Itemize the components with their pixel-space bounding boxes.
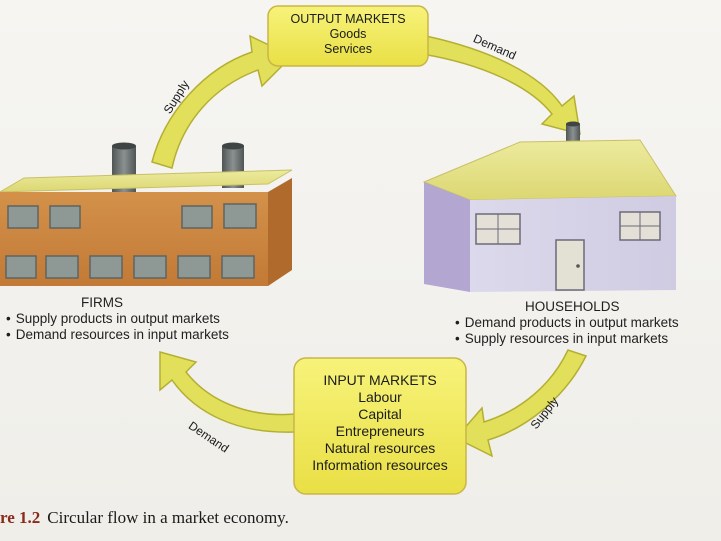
figure-caption: re 1.2 Circular flow in a market economy. bbox=[0, 508, 289, 528]
households-block: HOUSEHOLDS Demand products in output mar… bbox=[455, 299, 679, 347]
output-markets-goods: Goods bbox=[329, 27, 367, 41]
households-bullets: Demand products in output markets Supply… bbox=[455, 315, 679, 347]
arrow-input-to-firms bbox=[159, 351, 297, 433]
output-markets-title: OUTPUT MARKETS bbox=[290, 12, 406, 26]
households-bullet: Demand products in output markets bbox=[455, 315, 679, 331]
firms-bullet: Supply products in output markets bbox=[6, 311, 229, 327]
input-markets-natural-resources: Natural resources bbox=[324, 440, 436, 456]
figure-number: re 1.2 bbox=[0, 508, 41, 527]
arrow-households-to-input bbox=[454, 349, 588, 458]
output-markets-box bbox=[267, 5, 429, 67]
output-markets-services: Services bbox=[324, 42, 372, 56]
factory-illustration bbox=[0, 142, 293, 286]
households-bullet: Supply resources in input markets bbox=[455, 331, 679, 347]
input-markets-information-resources: Information resources bbox=[312, 457, 448, 473]
firms-bullet: Demand resources in input markets bbox=[6, 327, 229, 343]
firms-title: FIRMS bbox=[81, 295, 123, 310]
households-title: HOUSEHOLDS bbox=[525, 299, 620, 314]
input-markets-box bbox=[293, 357, 467, 495]
figure-caption-text: Circular flow in a market economy. bbox=[47, 508, 289, 527]
firms-block: FIRMS Supply products in output markets … bbox=[6, 295, 229, 343]
firms-bullets: Supply products in output markets Demand… bbox=[6, 311, 229, 343]
input-markets-labour: Labour bbox=[358, 389, 402, 405]
input-markets-capital: Capital bbox=[358, 406, 402, 422]
factory-windows bbox=[5, 203, 257, 279]
house-illustration bbox=[422, 121, 677, 292]
input-markets-entrepreneurs: Entrepreneurs bbox=[335, 423, 425, 439]
input-markets-text: INPUT MARKETS Labour Capital Entrepreneu… bbox=[300, 372, 460, 474]
input-markets-title: INPUT MARKETS bbox=[323, 372, 437, 388]
house-door bbox=[555, 239, 585, 291]
output-markets-text: OUTPUT MARKETS Goods Services bbox=[272, 12, 424, 57]
arrow-output-to-households bbox=[421, 35, 581, 136]
